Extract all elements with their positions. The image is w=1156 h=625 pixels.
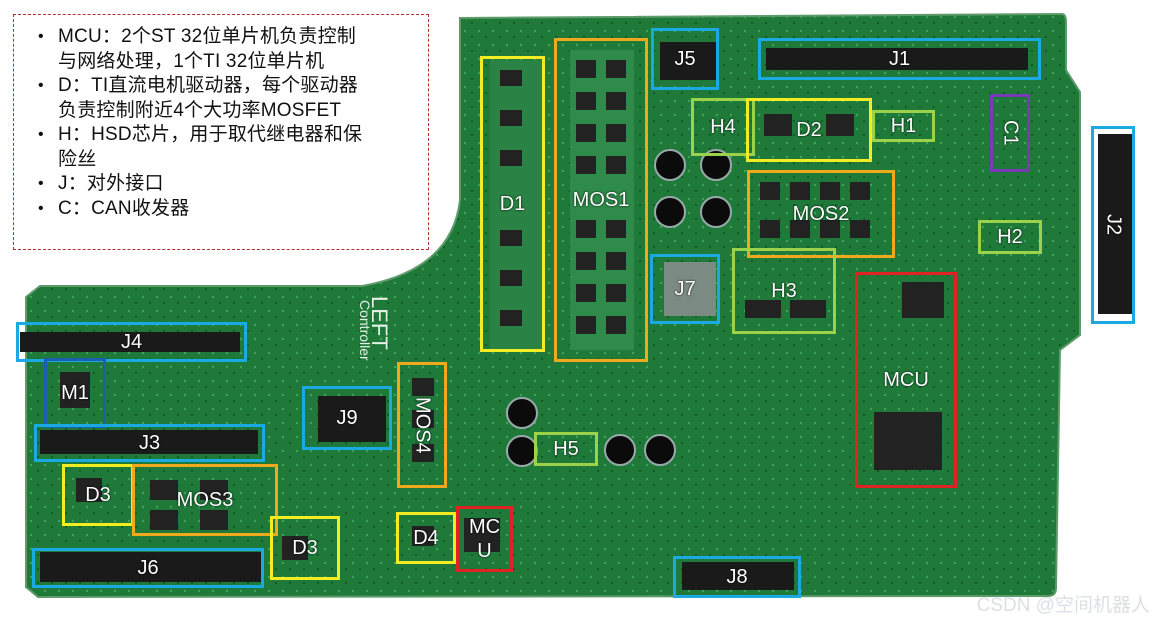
label-j5: J5 — [651, 28, 719, 90]
label-mos1: MOS1 — [554, 38, 648, 362]
label-d4: D4 — [396, 512, 456, 564]
label-j3: J3 — [34, 424, 265, 462]
label-j7: J7 — [650, 254, 720, 324]
legend-item-j: J：对外接口 — [28, 172, 420, 197]
label-j1: J1 — [758, 38, 1041, 80]
label-m1: M1 — [44, 358, 106, 428]
silk-controller: Controller — [357, 300, 373, 361]
label-d2: D2 — [746, 98, 872, 162]
label-mos2: MOS2 — [747, 170, 895, 258]
label-j9: J9 — [302, 386, 392, 450]
label-d1: D1 — [480, 56, 545, 352]
label-c1: C1 — [990, 94, 1030, 172]
label-mcu-small: MC U — [456, 506, 513, 572]
label-j2: J2 — [1091, 126, 1135, 324]
label-d3-left: D3 — [62, 464, 134, 526]
label-j6: J6 — [32, 548, 264, 588]
legend-item-c: C：CAN收发器 — [28, 197, 420, 222]
silk-left: LEFT — [367, 296, 392, 350]
label-h2: H2 — [978, 220, 1042, 254]
watermark: CSDN @空间机器人 — [976, 595, 1150, 616]
label-j4: J4 — [16, 322, 247, 362]
label-d3-mid: D3 — [270, 516, 340, 580]
label-h4: H4 — [691, 98, 755, 156]
label-mos4: MOS4 — [397, 362, 447, 488]
label-mcu-main: MCU — [855, 272, 957, 488]
label-h3: H3 — [732, 248, 836, 334]
label-mos3: MOS3 — [132, 464, 278, 536]
label-h5: H5 — [534, 432, 598, 466]
label-h1: H1 — [872, 110, 935, 142]
label-j8: J8 — [673, 556, 801, 598]
